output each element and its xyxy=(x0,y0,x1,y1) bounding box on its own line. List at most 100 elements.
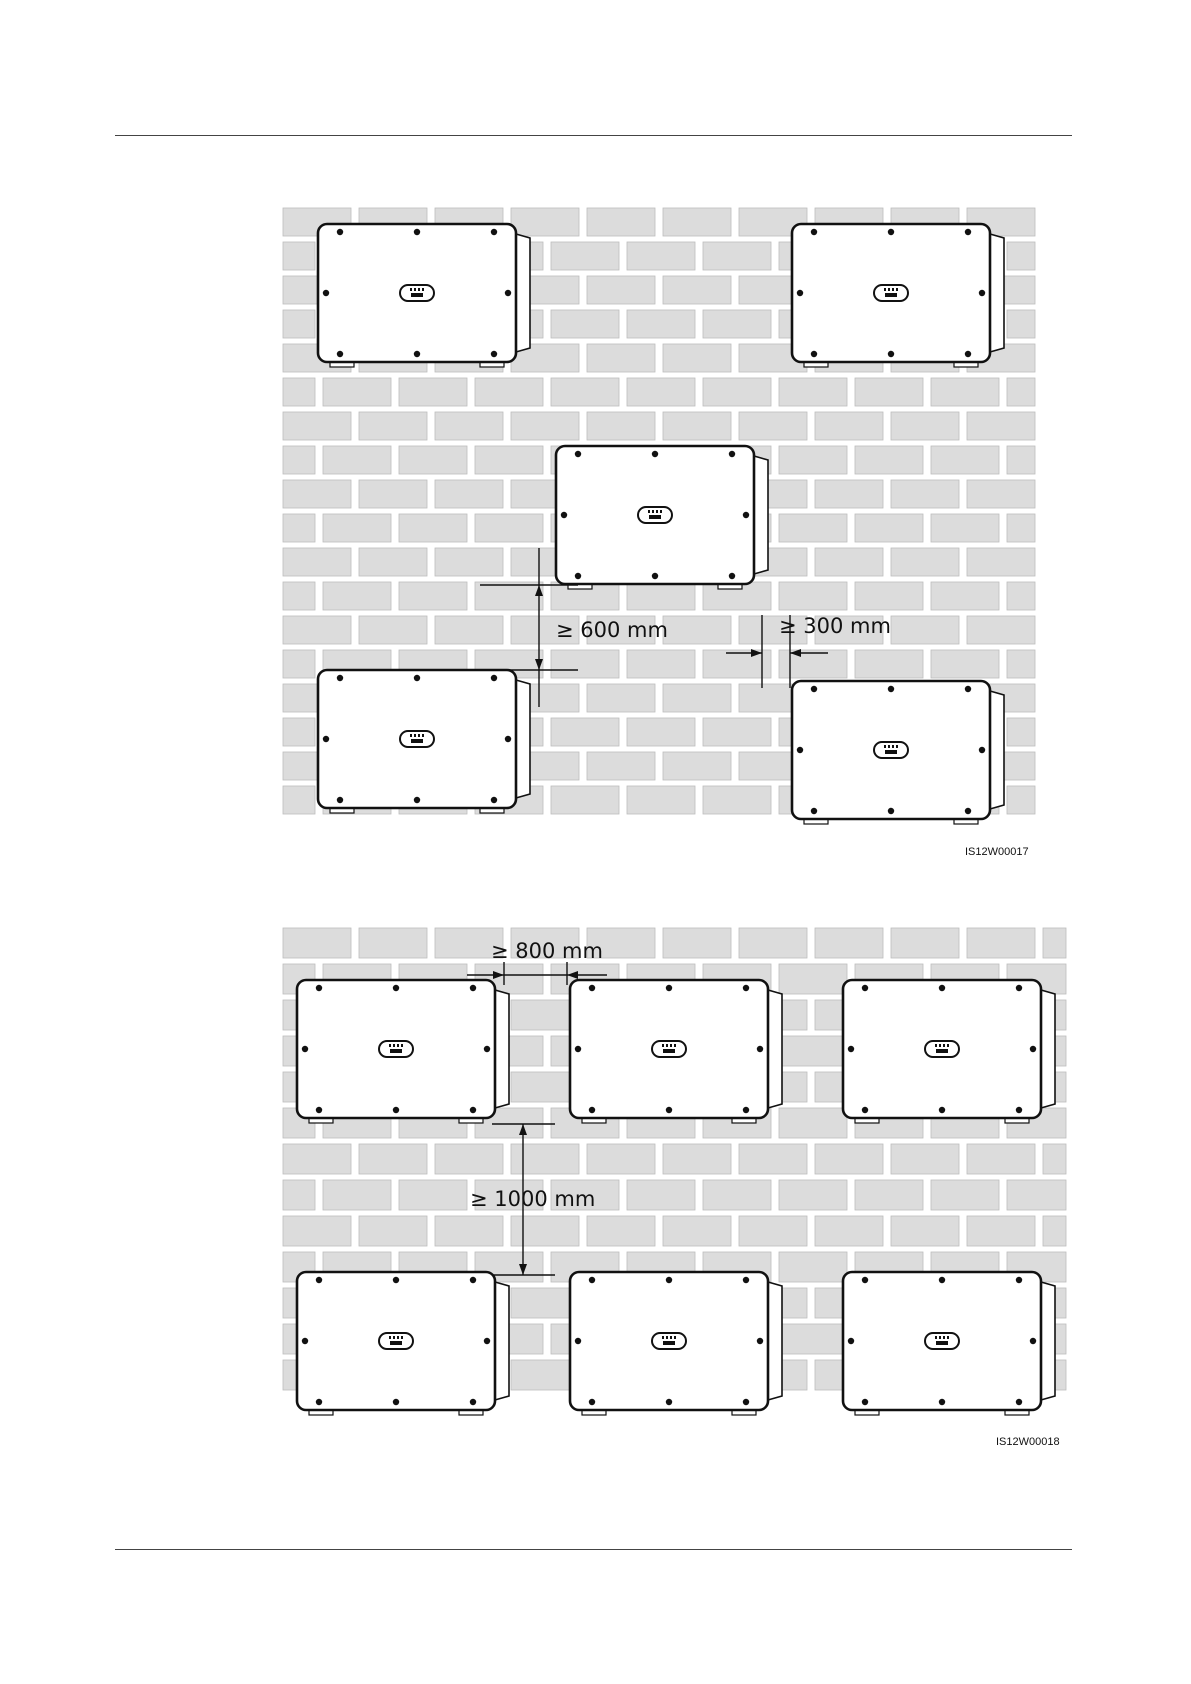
brick xyxy=(703,786,771,814)
brick xyxy=(587,208,655,236)
brick xyxy=(1007,378,1035,406)
brick xyxy=(475,582,543,610)
brick xyxy=(779,650,847,678)
brick xyxy=(967,480,1035,508)
led-indicator-icon xyxy=(400,731,434,747)
brick xyxy=(283,718,315,746)
brick xyxy=(1007,650,1035,678)
brick xyxy=(663,276,731,304)
brick xyxy=(1007,1180,1066,1210)
brick xyxy=(627,242,695,270)
led-indicator-icon xyxy=(925,1333,959,1349)
brick xyxy=(815,1144,883,1174)
brick xyxy=(359,412,427,440)
brick xyxy=(283,1144,351,1174)
brick xyxy=(967,548,1035,576)
brick xyxy=(931,446,999,474)
brick xyxy=(511,208,579,236)
brick xyxy=(435,480,503,508)
brick xyxy=(703,718,771,746)
brick xyxy=(967,1144,1035,1174)
brick xyxy=(663,344,731,372)
brick xyxy=(1007,582,1035,610)
brick xyxy=(779,1324,847,1354)
brick xyxy=(399,582,467,610)
brick xyxy=(967,928,1035,958)
brick xyxy=(283,650,315,678)
brick xyxy=(855,650,923,678)
brick xyxy=(663,208,731,236)
brick xyxy=(627,378,695,406)
brick xyxy=(855,582,923,610)
led-indicator-icon xyxy=(874,285,908,301)
inverter-icon xyxy=(843,1272,1055,1415)
brick xyxy=(891,480,959,508)
brick xyxy=(475,446,543,474)
led-indicator-icon xyxy=(874,742,908,758)
brick xyxy=(891,1216,959,1246)
brick xyxy=(779,514,847,542)
brick xyxy=(815,1216,883,1246)
brick xyxy=(323,582,391,610)
brick xyxy=(323,1180,391,1210)
brick xyxy=(1007,718,1035,746)
brick xyxy=(283,548,351,576)
brick xyxy=(551,786,619,814)
brick xyxy=(931,514,999,542)
brick xyxy=(399,378,467,406)
brick xyxy=(739,1216,807,1246)
brick xyxy=(815,548,883,576)
brick xyxy=(739,1144,807,1174)
led-indicator-icon xyxy=(400,285,434,301)
led-indicator-icon xyxy=(379,1041,413,1057)
brick xyxy=(779,1036,847,1066)
brick xyxy=(283,412,351,440)
brick xyxy=(283,514,315,542)
footer-rule xyxy=(115,1549,1072,1550)
brick xyxy=(931,582,999,610)
brick xyxy=(1043,928,1066,958)
brick xyxy=(967,616,1035,644)
figure-code: IS12W00018 xyxy=(996,1436,1060,1448)
brick xyxy=(663,928,731,958)
brick xyxy=(359,1144,427,1174)
led-indicator-icon xyxy=(379,1333,413,1349)
brick xyxy=(663,752,731,780)
brick xyxy=(359,480,427,508)
brick xyxy=(587,276,655,304)
inverter-icon xyxy=(297,980,509,1123)
brick xyxy=(779,582,847,610)
brick xyxy=(283,310,315,338)
dimension-label-800: ≥ 800 mm xyxy=(491,939,603,963)
figure-code: IS12W00017 xyxy=(965,846,1029,858)
brick xyxy=(399,1180,467,1210)
inverter-icon xyxy=(318,670,530,813)
brick xyxy=(779,1180,847,1210)
brick xyxy=(435,412,503,440)
brick xyxy=(627,582,695,610)
brick xyxy=(891,548,959,576)
brick xyxy=(967,412,1035,440)
inverter-icon xyxy=(570,1272,782,1415)
brick xyxy=(511,412,579,440)
brick xyxy=(551,310,619,338)
brick xyxy=(703,310,771,338)
brick xyxy=(323,514,391,542)
brick xyxy=(587,752,655,780)
brick xyxy=(779,1252,847,1282)
inverter-icon xyxy=(792,681,1004,824)
dimension-label-300: ≥ 300 mm xyxy=(779,614,891,638)
brick xyxy=(891,1144,959,1174)
brick xyxy=(323,446,391,474)
brick xyxy=(663,1144,731,1174)
brick xyxy=(739,412,807,440)
inverter-icon xyxy=(297,1272,509,1415)
brick xyxy=(511,1144,579,1174)
brick xyxy=(511,1216,579,1246)
brick xyxy=(359,616,427,644)
brick xyxy=(359,928,427,958)
brick xyxy=(283,616,351,644)
inverter-icon xyxy=(792,224,1004,367)
brick xyxy=(931,378,999,406)
